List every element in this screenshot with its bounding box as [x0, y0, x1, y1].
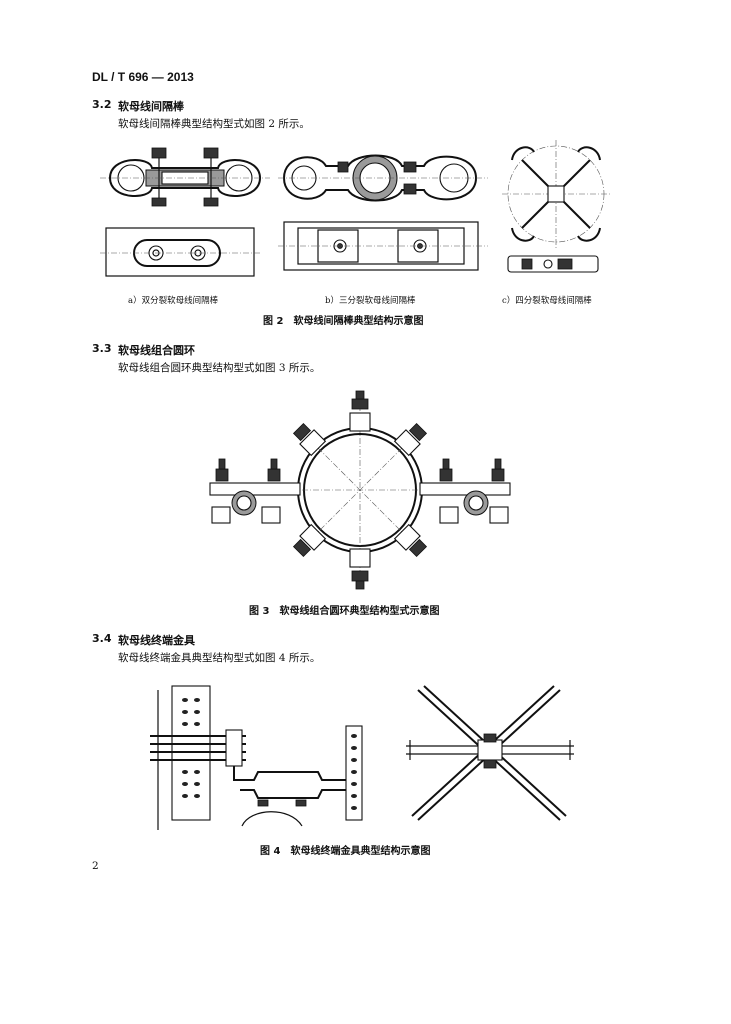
figure-3-caption: 图 3 软母线组合圆环典型结构型式示意图 — [249, 606, 440, 617]
figure-2-caption: 图 2 软母线间隔棒典型结构示意图 — [263, 316, 424, 327]
section-3-3-number: 3.3 — [92, 342, 112, 355]
figure-2a-drawing — [100, 147, 270, 277]
section-3-4-body: 软母线终端金具典型结构型式如图 4 所示。 — [118, 652, 321, 664]
figure-4-caption: 图 4 软母线终端金具典型结构示意图 — [260, 846, 431, 857]
figure-4-right-drawing — [406, 685, 574, 821]
section-3-2-number: 3.2 — [92, 98, 112, 111]
figure-2b-drawing — [278, 154, 488, 271]
page-number: 2 — [92, 860, 99, 872]
section-3-3-title: 软母线组合圆环 — [118, 344, 195, 357]
section-3-4-title: 软母线终端金具 — [118, 634, 195, 647]
section-3-4-number: 3.4 — [92, 632, 112, 645]
document-number: DL / T 696 — 2013 — [92, 70, 194, 84]
figure-2b-caption: b）三分裂软母线间隔棒 — [325, 296, 416, 306]
section-3-2-title: 软母线间隔棒 — [118, 100, 184, 113]
figure-3-drawing — [209, 390, 511, 590]
figure-4-left-drawing — [150, 685, 363, 830]
section-3-3-body: 软母线组合圆环典型结构型式如图 3 所示。 — [118, 362, 321, 374]
figure-2a-caption: a）双分裂软母线间隔棒 — [128, 296, 219, 306]
section-3-2-body: 软母线间隔棒典型结构型式如图 2 所示。 — [118, 118, 310, 130]
figure-2c-caption: c）四分裂软母线间隔棒 — [502, 296, 592, 306]
figure-2c-drawing — [502, 140, 610, 273]
